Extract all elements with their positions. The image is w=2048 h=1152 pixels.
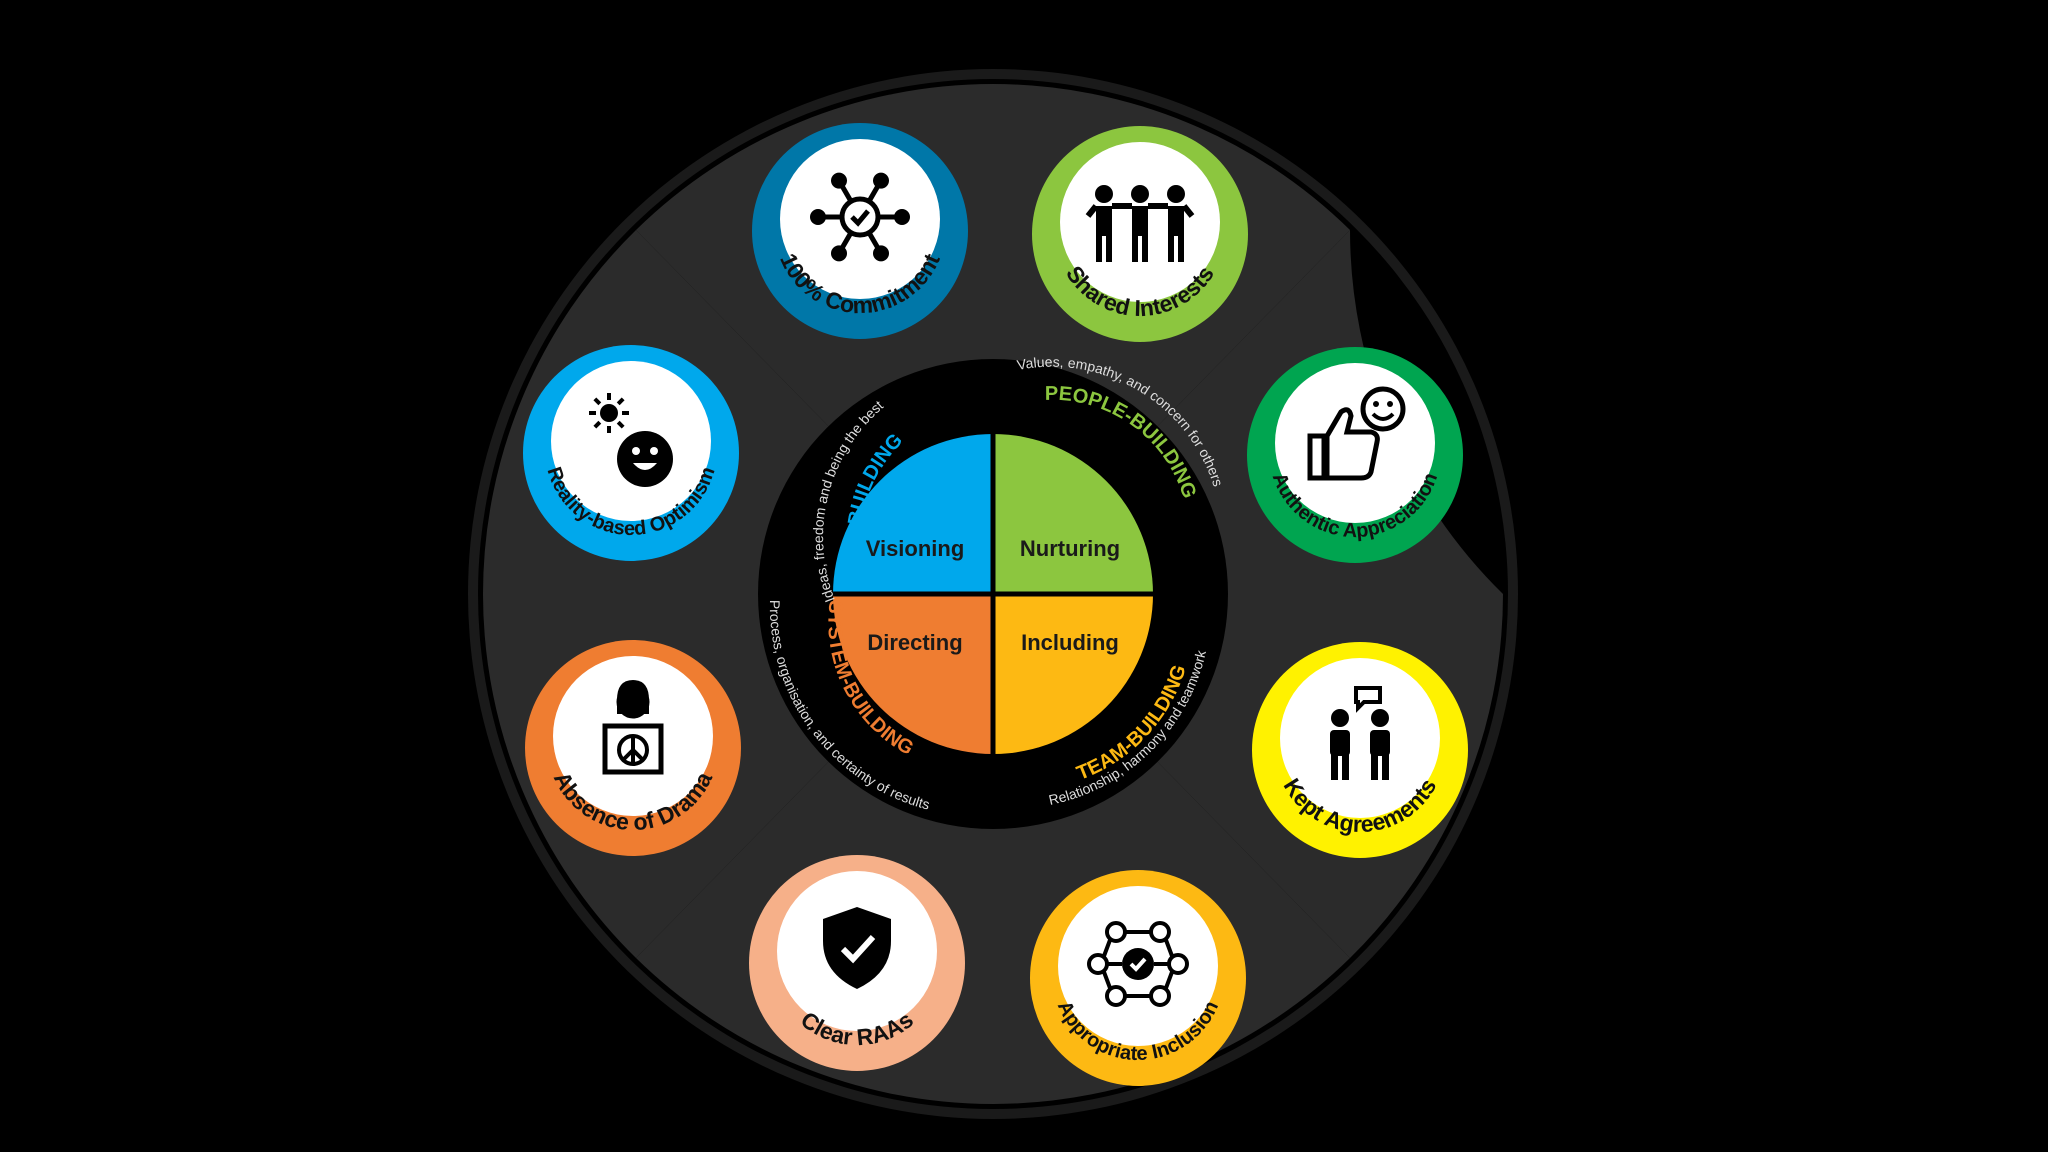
thumbs-up-smiley-icon xyxy=(1307,386,1406,481)
two-people-talking-icon xyxy=(1330,686,1390,780)
badge-raas: Clear RAAs xyxy=(749,855,965,1071)
badge-agreements: Kept Agreements xyxy=(1252,642,1468,858)
people-group-icon xyxy=(1085,185,1195,262)
badge-commitment: 100% Commitment xyxy=(752,123,968,339)
network-check-icon xyxy=(810,172,910,262)
badge-appreciation: Authentic Appreciation xyxy=(1247,347,1463,563)
badge-shared: Shared Interests xyxy=(1032,126,1248,342)
quadrant-label-visioning: Visioning xyxy=(866,536,965,561)
badges: 100% Commitment Shared InterestsAuthentic… xyxy=(523,123,1468,1086)
quadrant-label-including: Including xyxy=(1021,630,1119,655)
people-network-check-icon xyxy=(1087,921,1189,1007)
badge-inclusion: Appropriate Inclusion xyxy=(1030,870,1246,1086)
shield-check-icon xyxy=(823,907,891,989)
quadrant-including xyxy=(993,594,1153,754)
sun-smiley-icon xyxy=(589,393,673,487)
quadrant-label-directing: Directing xyxy=(867,630,962,655)
badge-inner xyxy=(1275,363,1435,523)
badge-optimism: Reality-based Optimism xyxy=(523,345,739,561)
quadrants xyxy=(829,430,1157,758)
quadrant-visioning xyxy=(833,434,993,594)
quadrant-directing xyxy=(833,594,993,754)
badge-drama: Absence of Drama xyxy=(525,640,741,856)
badge-inner xyxy=(1280,658,1440,818)
quadrant-nurturing xyxy=(993,434,1153,594)
peace-person-icon xyxy=(602,680,664,775)
quadrant-label-nurturing: Nurturing xyxy=(1020,536,1120,561)
